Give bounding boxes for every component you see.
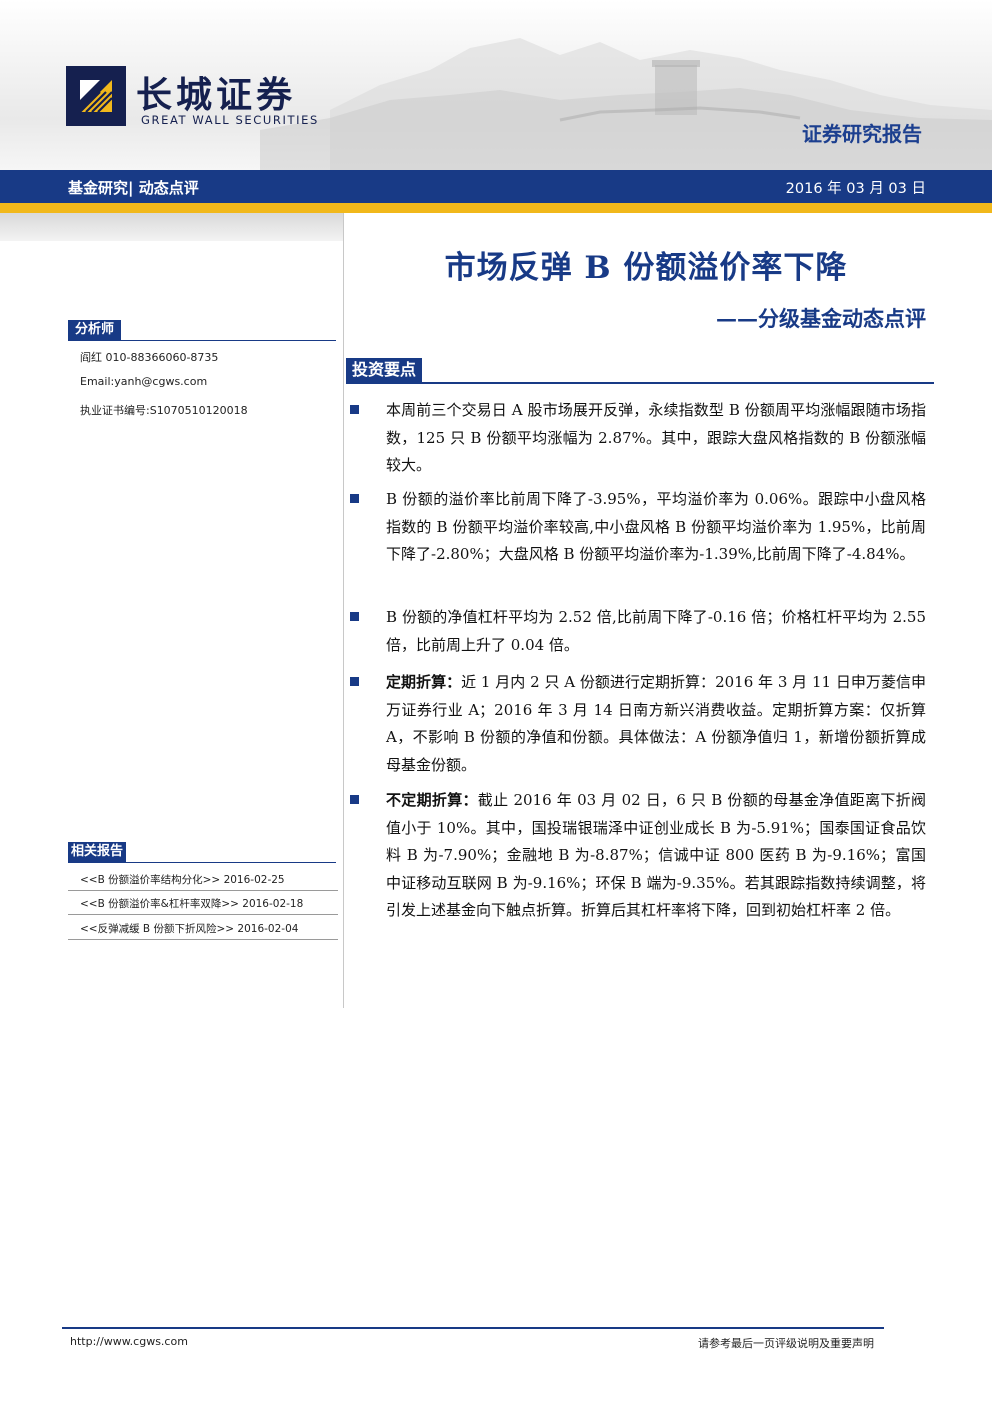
bullet-square-icon: [350, 612, 359, 621]
key-point-text: B 份额的溢价率比前周下降了-3.95%，平均溢价率为 0.06%。跟踪中小盘风…: [386, 490, 926, 563]
report-title: 市场反弹 B 份额溢价率下降: [444, 250, 848, 286]
page-header: 长城证券 GREAT WALL SECURITIES 证券研究报告: [0, 0, 992, 170]
key-point-item: 不定期折算：截止 2016 年 03 月 02 日，6 只 B 份额的母基金净值…: [350, 787, 930, 925]
key-points-header: 投资要点: [346, 358, 934, 384]
key-point-item: B 份额的净值杠杆平均为 2.52 倍,比前周下降了-0.16 倍；价格杠杆平均…: [350, 604, 930, 659]
key-points-label: 投资要点: [346, 358, 423, 382]
footer-disclaimer-note: 请参考最后一页评级说明及重要声明: [698, 1337, 874, 1350]
bullet-square-icon: [350, 405, 359, 414]
analyst-section-header: 分析师: [68, 320, 336, 341]
report-category: 基金研究| 动态点评: [68, 179, 199, 197]
great-wall-logo-icon: [66, 66, 126, 126]
related-divider: [68, 890, 338, 891]
category-bar: 基金研究| 动态点评 2016 年 03 月 03 日: [0, 170, 992, 203]
accent-bar: [0, 203, 992, 213]
footer-website-link[interactable]: http://www.cgws.com: [70, 1335, 188, 1348]
related-section-header: 相关报告: [68, 842, 336, 863]
bullet-square-icon: [350, 795, 359, 804]
analyst-email: Email:yanh@cgws.com: [80, 375, 208, 388]
report-type-label: 证券研究报告: [802, 122, 922, 146]
key-point-item: 本周前三个交易日 A 股市场展开反弹，永续指数型 B 份额周平均涨幅跟随市场指数…: [350, 397, 930, 480]
key-point-item: 定期折算：近 1 月内 2 只 A 份额进行定期折算：2016 年 3 月 11…: [350, 669, 930, 779]
related-divider: [68, 939, 338, 940]
key-point-text: 定期折算：近 1 月内 2 只 A 份额进行定期折算：2016 年 3 月 11…: [386, 673, 926, 774]
bullet-square-icon: [350, 677, 359, 686]
footer-divider: [62, 1327, 884, 1329]
report-date: 2016 年 03 月 03 日: [785, 181, 926, 197]
bullet-square-icon: [350, 494, 359, 503]
analyst-phone: 阎红 010-88366060-8735: [80, 351, 219, 364]
related-report-link[interactable]: <<反弹减缓 B 份额下折风险>> 2016-02-04: [80, 923, 299, 935]
great-wall-background-image: [260, 38, 992, 170]
related-divider: [68, 914, 338, 915]
analyst-license: 执业证书编号:S1070510120018: [80, 404, 248, 417]
company-logo-english: GREAT WALL SECURITIES: [141, 113, 319, 127]
sidebar-shade: [0, 213, 343, 241]
company-logo-text: 长城证券: [136, 74, 297, 116]
sidebar-divider: [343, 213, 344, 1008]
key-point-text: 本周前三个交易日 A 股市场展开反弹，永续指数型 B 份额周平均涨幅跟随市场指数…: [386, 401, 926, 474]
related-report-link[interactable]: <<B 份额溢价率结构分化>> 2016-02-25: [80, 874, 285, 886]
key-point-item: B 份额的溢价率比前周下降了-3.95%，平均溢价率为 0.06%。跟踪中小盘风…: [350, 486, 930, 569]
key-point-text: 不定期折算：截止 2016 年 03 月 02 日，6 只 B 份额的母基金净值…: [386, 791, 926, 919]
analyst-label: 分析师: [68, 320, 122, 340]
key-point-text: B 份额的净值杠杆平均为 2.52 倍,比前周下降了-0.16 倍；价格杠杆平均…: [386, 608, 926, 654]
report-subtitle: ——分级基金动态点评: [716, 306, 926, 331]
related-reports-label: 相关报告: [68, 842, 127, 862]
related-report-link[interactable]: <<B 份额溢价率&杠杆率双降>> 2016-02-18: [80, 898, 304, 910]
